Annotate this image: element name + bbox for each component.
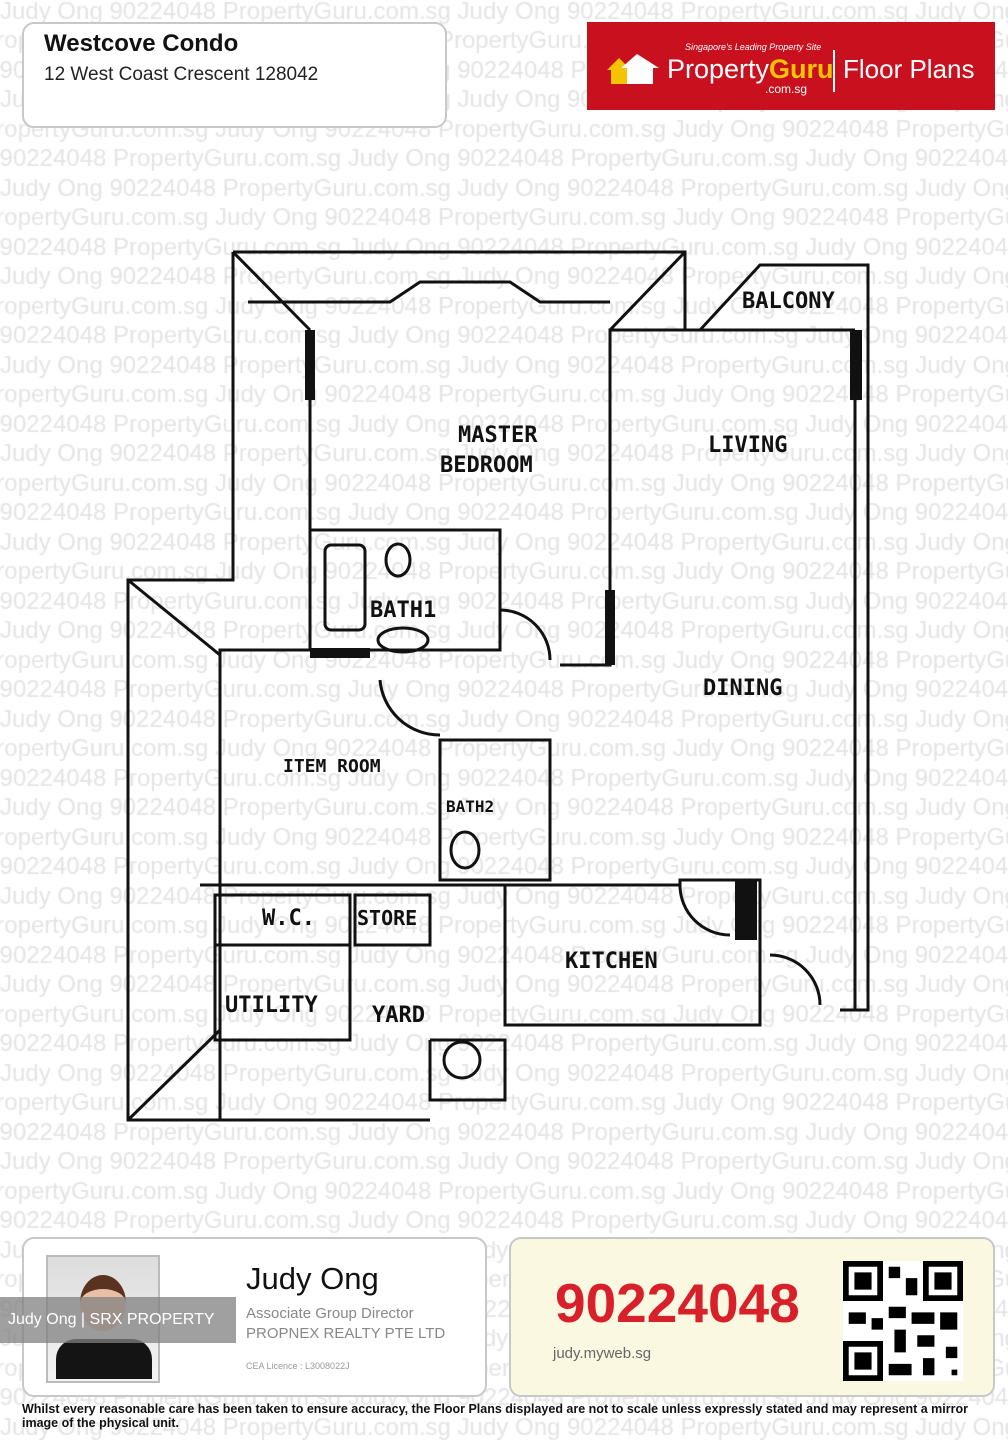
disclaimer: Whilst every reasonable care has been ta…: [22, 1402, 968, 1430]
agent-name: Judy Ong: [246, 1261, 379, 1296]
room-dining: DINING: [703, 676, 782, 701]
room-utility: UTILITY: [225, 993, 318, 1018]
agent-license: CEA Licence : L3008022J: [246, 1361, 350, 1371]
house-icon: [607, 54, 659, 84]
condo-address: 12 West Coast Crescent 128042: [44, 64, 319, 85]
website-link[interactable]: judy.myweb.sg: [553, 1345, 652, 1362]
propertyguru-logo: Singapore's Leading Property Site Proper…: [587, 22, 995, 110]
condo-name: Westcove Condo: [44, 30, 239, 57]
room-balcony: BALCONY: [742, 289, 835, 314]
room-store: STORE: [357, 906, 417, 930]
agent-company: PROPNEX REALTY PTE LTD: [246, 1325, 446, 1342]
listing-header: Westcove Condo 12 West Coast Crescent 12…: [22, 22, 447, 128]
room-bath2: BATH2: [446, 797, 494, 816]
srx-overlay-label: Judy Ong | SRX PROPERTY: [0, 1297, 236, 1343]
room-wc: W.C.: [262, 906, 315, 931]
floor-plan: BALCONY MASTER BEDROOM LIVING BATH1 DINI…: [126, 250, 870, 1122]
qr-code-icon: [843, 1261, 963, 1381]
room-bath1: BATH1: [370, 598, 436, 623]
room-master: MASTER: [458, 423, 538, 448]
room-bedroom: ITEM ROOM: [283, 756, 381, 777]
room-kitchen: KITCHEN: [565, 949, 658, 974]
room-yard: YARD: [372, 1003, 425, 1028]
floor-plans-label: Floor Plans: [843, 54, 975, 84]
room-master-bedroom: BEDROOM: [440, 453, 533, 478]
phone-number[interactable]: 90224048: [555, 1272, 800, 1334]
contact-card: 90224048 judy.myweb.sg: [509, 1237, 995, 1397]
room-living: LIVING: [708, 433, 787, 458]
agent-role: Associate Group Director: [246, 1305, 414, 1322]
